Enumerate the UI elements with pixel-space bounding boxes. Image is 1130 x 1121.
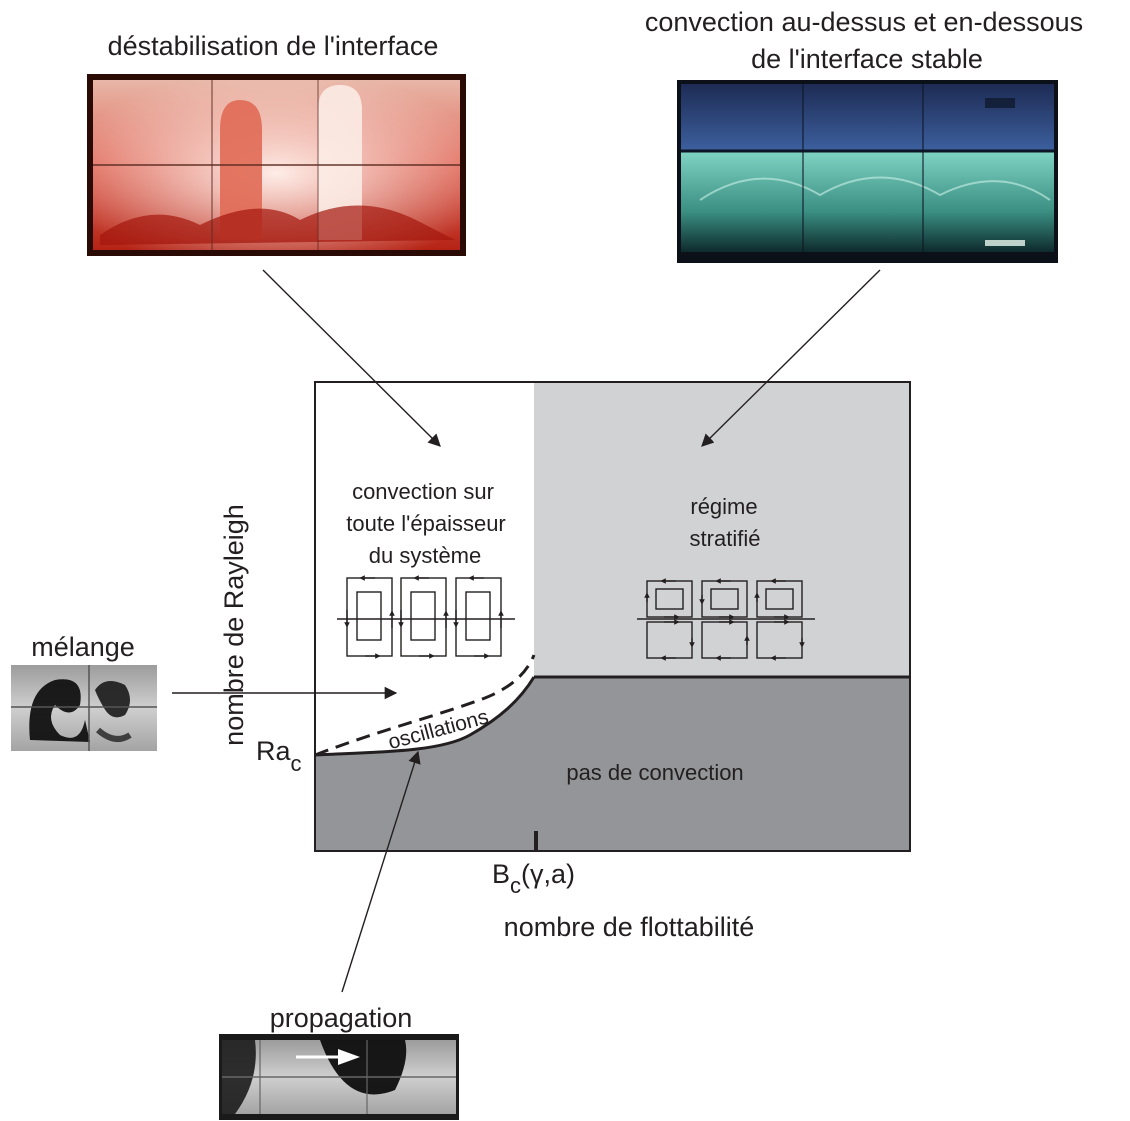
b-critical-label: Bc(γ,a) — [492, 859, 575, 898]
caption-layered-line1: convection au-dessus et en-dessous — [645, 7, 1083, 37]
pointer-arrows — [172, 269, 881, 993]
region-stratified — [534, 382, 910, 677]
y-axis-label: nombre de Rayleigh — [219, 504, 249, 746]
photo-melange — [11, 665, 157, 751]
oscillation-boundary-dashed — [314, 654, 536, 757]
label-no-convection: pas de convection — [566, 760, 743, 785]
full-layer-cells-icon — [337, 575, 515, 659]
regime-diagram: convection sur toute l'épaisseur du syst… — [314, 381, 911, 852]
region-no-convection — [315, 677, 910, 851]
caption-propagation: propagation — [270, 1003, 413, 1033]
arrow-destabilisation — [262, 269, 441, 447]
label-full-convection-3: du système — [369, 543, 482, 568]
layered-cells-icon — [637, 578, 815, 661]
photo-destabilisation — [87, 74, 466, 256]
label-stratified-1: régime — [690, 494, 757, 519]
neutral-stability-curve — [314, 676, 536, 757]
x-axis-label: nombre de flottabilité — [504, 912, 755, 942]
arrow-propagation — [341, 750, 421, 993]
label-full-convection-1: convection sur — [352, 479, 494, 504]
ra-critical-label: Rac — [256, 736, 302, 776]
label-stratified-2: stratifié — [690, 526, 761, 551]
arrow-layered — [701, 269, 881, 447]
photo-layered-convection — [677, 80, 1058, 263]
caption-destabilisation: déstabilisation de l'interface — [108, 31, 439, 61]
diagram-frame — [314, 381, 911, 852]
caption-melange: mélange — [31, 632, 135, 662]
caption-layered-line2: de l'interface stable — [751, 44, 983, 74]
photo-propagation — [219, 1034, 459, 1120]
label-full-convection-2: toute l'épaisseur — [346, 511, 506, 536]
